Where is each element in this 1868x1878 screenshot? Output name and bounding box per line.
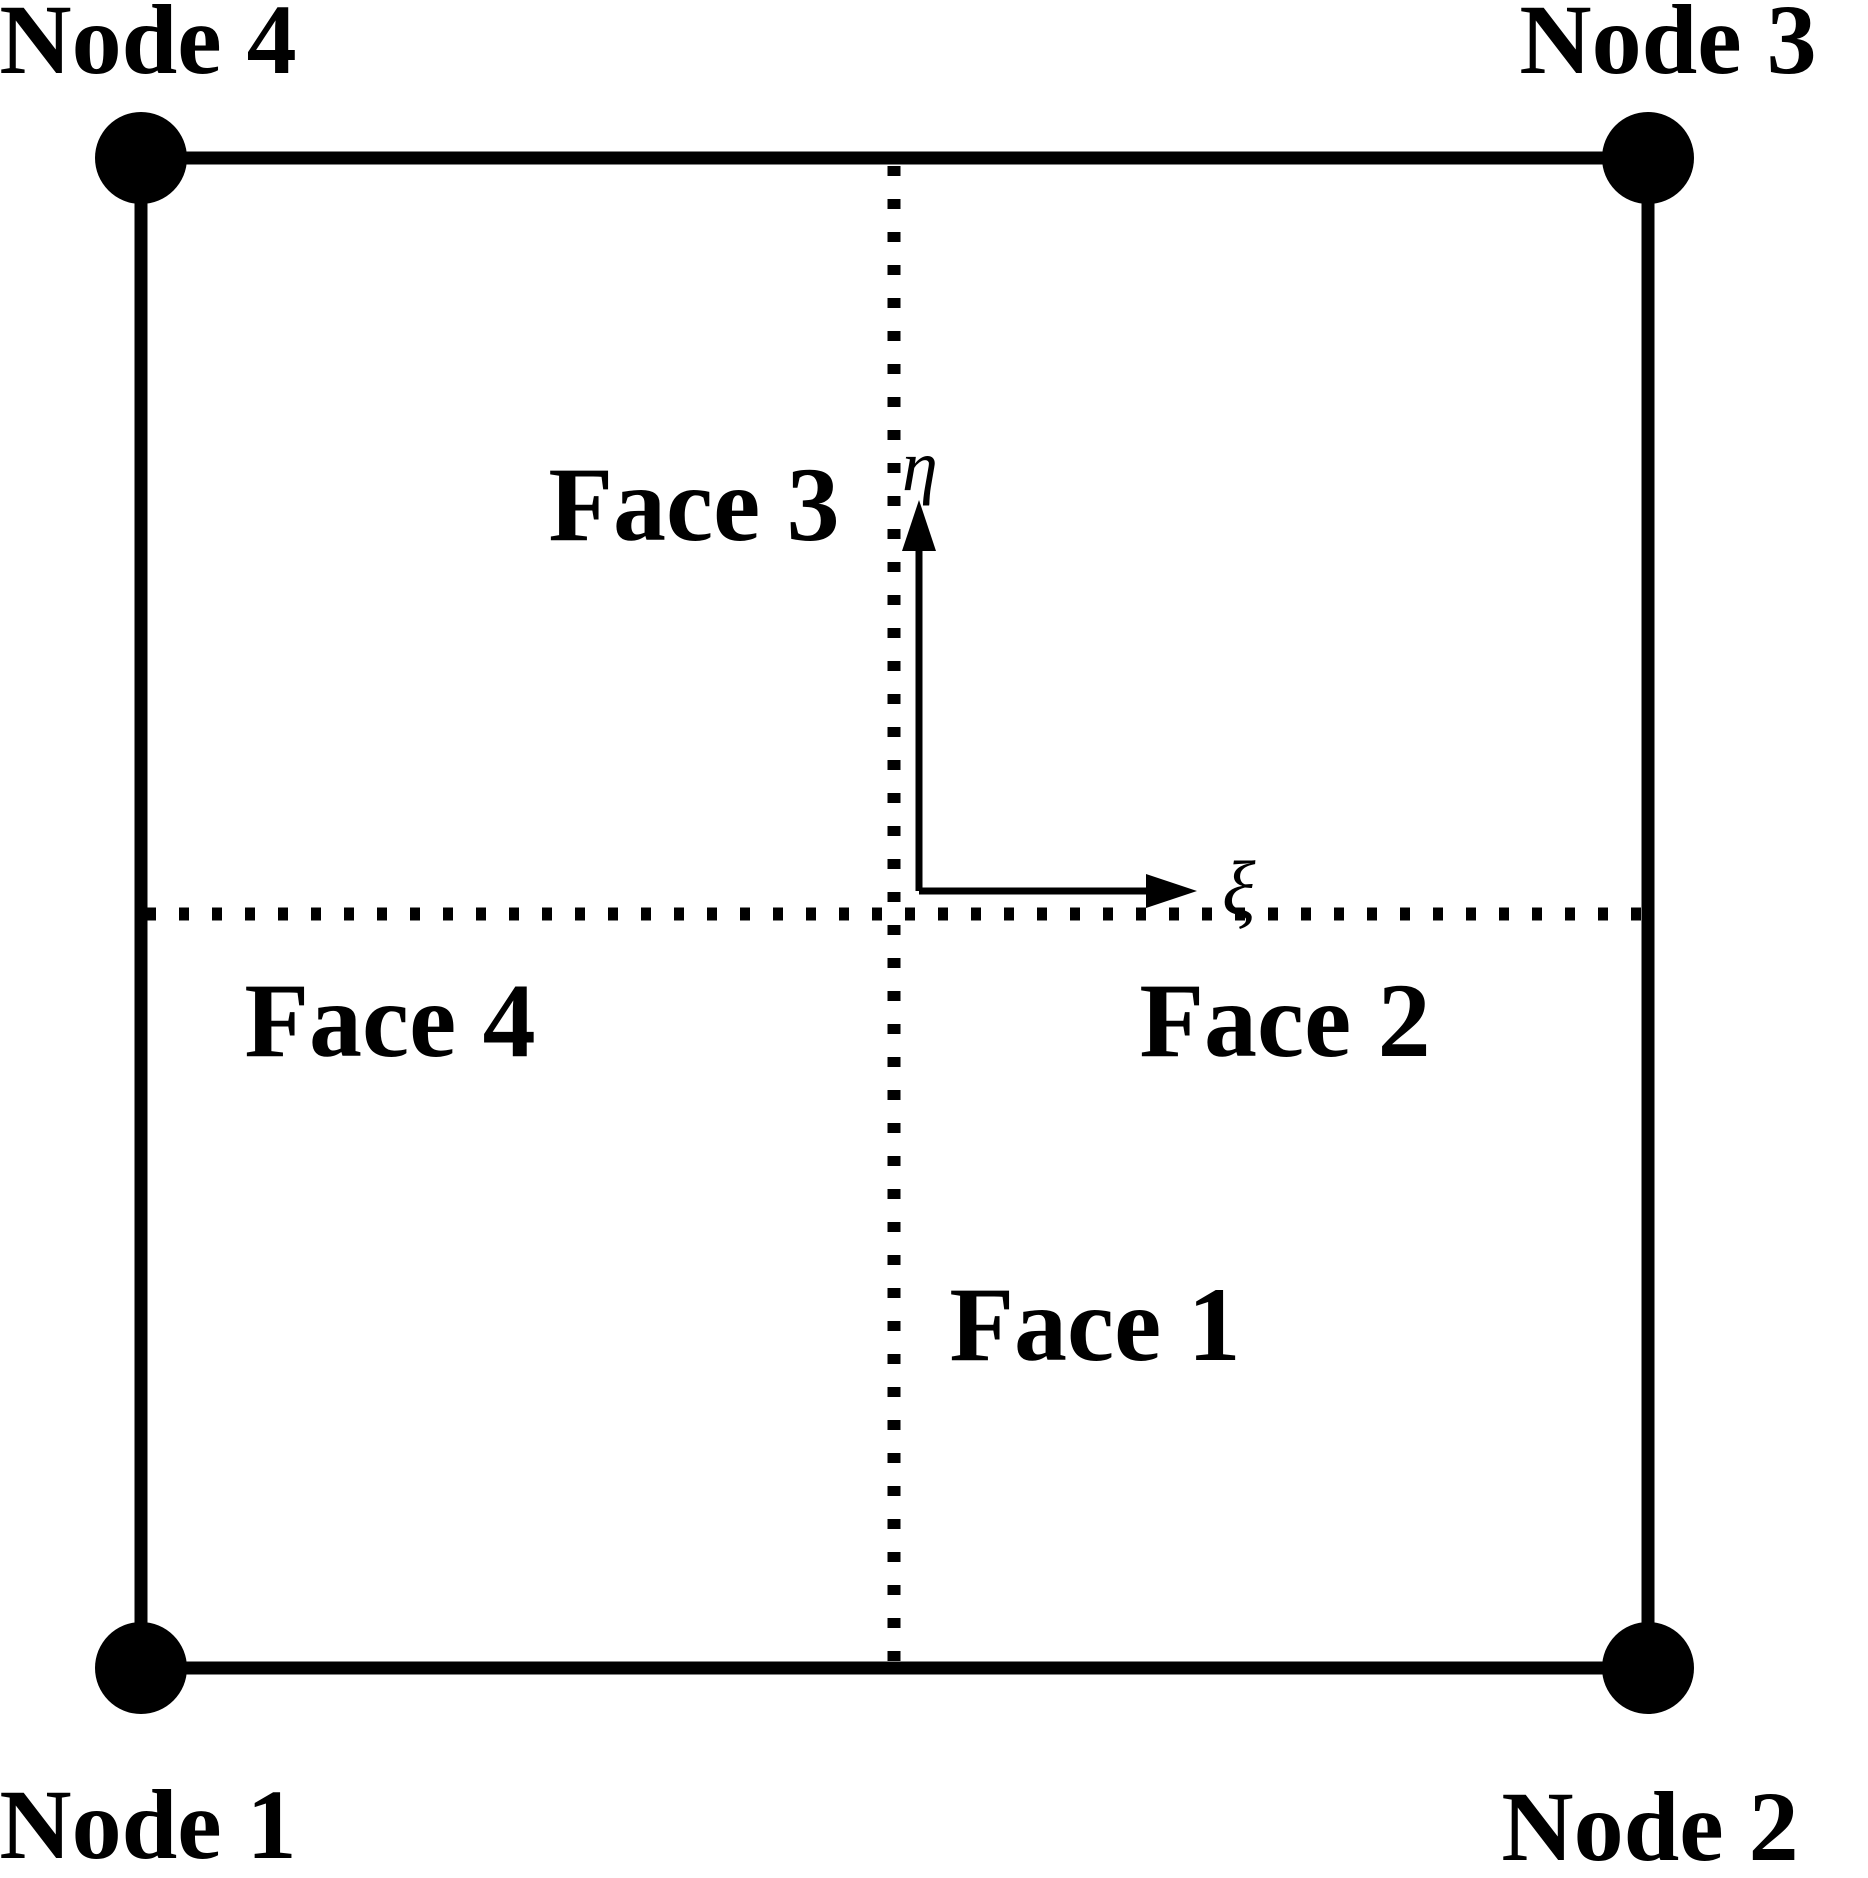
face-1-label: Face 1 bbox=[949, 1266, 1240, 1383]
node-3-marker bbox=[1602, 112, 1694, 204]
xi-axis-label: ξ bbox=[1222, 845, 1256, 932]
node-2-label: Node 2 bbox=[1501, 1771, 1798, 1878]
node-2-marker bbox=[1602, 1622, 1694, 1714]
eta-axis-label: η bbox=[902, 426, 938, 506]
face-2-label: Face 2 bbox=[1139, 962, 1430, 1079]
node-4-marker bbox=[95, 112, 187, 204]
xi-axis-arrowhead-icon bbox=[1146, 874, 1197, 908]
node-1-marker bbox=[95, 1622, 187, 1714]
element-outline bbox=[134, 151, 1655, 1675]
local-axes: η ξ bbox=[902, 426, 1256, 932]
face-4-label: Face 4 bbox=[244, 962, 535, 1079]
eta-axis-arrowhead-icon bbox=[902, 500, 936, 551]
face-3-label: Face 3 bbox=[548, 446, 839, 563]
node-3-label: Node 3 bbox=[1519, 0, 1816, 95]
node-4-label: Node 4 bbox=[0, 0, 297, 95]
node-1-label: Node 1 bbox=[0, 1769, 297, 1878]
